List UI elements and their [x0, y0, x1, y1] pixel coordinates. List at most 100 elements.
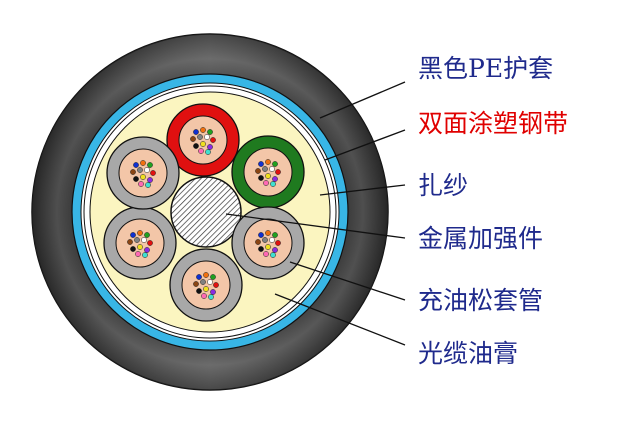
optical-fiber	[190, 136, 196, 142]
optical-fiber	[258, 175, 264, 181]
optical-fiber	[262, 237, 268, 243]
optical-fiber	[137, 167, 143, 173]
optical-fiber	[197, 134, 203, 140]
optical-fiber	[269, 166, 275, 172]
optical-fiber	[144, 167, 150, 173]
optical-fiber	[137, 230, 143, 236]
optical-fiber	[147, 177, 153, 183]
optical-fiber	[196, 288, 202, 294]
label-loose-tube: 充油松套管	[418, 286, 544, 315]
leader-lines	[225, 81, 406, 346]
optical-fiber	[193, 129, 199, 135]
optical-fiber	[263, 180, 269, 186]
optical-fiber	[196, 274, 202, 280]
loose-tubes-group	[103, 103, 305, 322]
optical-fiber	[207, 129, 213, 135]
label-cable-gel: 光缆油膏	[418, 339, 519, 368]
label-coated-steel-tape: 双面涂塑钢带	[418, 109, 569, 138]
optical-fiber	[255, 168, 261, 174]
loose-tube-left	[103, 206, 177, 280]
optical-fiber	[140, 160, 146, 166]
fiber-bundle	[118, 148, 168, 198]
optical-fiber	[258, 232, 264, 238]
optical-fiber	[134, 237, 140, 243]
optical-fiber	[265, 159, 271, 165]
loose-tube-upper-left	[106, 136, 180, 210]
leader-cable-gel	[274, 293, 406, 346]
optical-fiber	[265, 230, 271, 236]
optical-fiber	[145, 182, 151, 188]
optical-fiber	[141, 237, 147, 243]
optical-fiber	[262, 166, 268, 172]
fiber-bundle	[243, 218, 293, 268]
label-strength-member: 金属加强件	[418, 224, 544, 253]
leader-loose-tube	[289, 261, 406, 301]
optical-fiber	[265, 173, 271, 179]
optical-fiber	[130, 232, 136, 238]
optical-fiber	[210, 289, 216, 295]
optical-fiber	[200, 279, 206, 285]
optical-fiber	[270, 252, 276, 258]
optical-fiber	[201, 293, 207, 299]
optical-fiber	[272, 247, 278, 253]
optical-fiber	[140, 174, 146, 180]
optical-fiber	[210, 274, 216, 280]
optical-fiber	[208, 294, 214, 300]
optical-fiber	[144, 232, 150, 238]
optical-fiber	[147, 240, 153, 246]
optical-fiber	[258, 246, 264, 252]
optical-fiber	[272, 161, 278, 167]
optical-fiber	[204, 134, 210, 140]
optical-fiber	[133, 162, 139, 168]
optical-fiber	[275, 240, 281, 246]
loose-tube-bottom	[169, 248, 243, 322]
optical-fiber	[207, 144, 213, 150]
optical-fiber	[272, 232, 278, 238]
loose-tube-right	[231, 206, 305, 280]
loose-tube-green	[231, 135, 305, 209]
strength-member	[170, 176, 242, 248]
optical-fiber	[203, 286, 209, 292]
optical-fiber	[203, 272, 209, 278]
fiber-bundle	[178, 115, 228, 165]
optical-fiber	[150, 170, 156, 176]
optical-fiber	[198, 148, 204, 154]
optical-fiber	[193, 143, 199, 149]
optical-fiber	[258, 161, 264, 167]
optical-fiber	[144, 247, 150, 253]
optical-fiber	[200, 127, 206, 133]
leader-pe-sheath	[319, 81, 406, 119]
optical-fiber	[275, 169, 281, 175]
optical-fiber	[270, 181, 276, 187]
leader-steel-tape	[324, 129, 406, 161]
optical-fiber	[265, 244, 271, 250]
optical-fiber	[200, 141, 206, 147]
optical-fiber	[130, 169, 136, 175]
leader-binder-yarn	[319, 184, 406, 196]
optical-fiber	[272, 176, 278, 182]
optical-fiber	[269, 237, 275, 243]
optical-fiber	[130, 246, 136, 252]
optical-fiber	[207, 279, 213, 285]
optical-fiber	[263, 251, 269, 257]
optical-fiber	[135, 251, 141, 257]
optical-fiber	[142, 252, 148, 258]
optical-fiber	[133, 176, 139, 182]
optical-fiber	[255, 239, 261, 245]
optical-fiber	[205, 149, 211, 155]
label-pe-sheath: 黑色PE护套	[418, 54, 554, 83]
fiber-bundle	[243, 147, 293, 197]
optical-fiber	[147, 162, 153, 168]
optical-fiber	[138, 181, 144, 187]
optical-fiber	[213, 282, 219, 288]
loose-tube-red	[166, 103, 240, 177]
fiber-bundle	[181, 260, 231, 310]
label-binder-yarn: 扎纱	[418, 171, 469, 200]
optical-fiber	[137, 244, 143, 250]
optical-fiber	[127, 239, 133, 245]
fiber-bundle	[115, 218, 165, 268]
optical-fiber	[193, 281, 199, 287]
leader-strength-member	[225, 213, 406, 239]
optical-fiber	[210, 137, 216, 143]
